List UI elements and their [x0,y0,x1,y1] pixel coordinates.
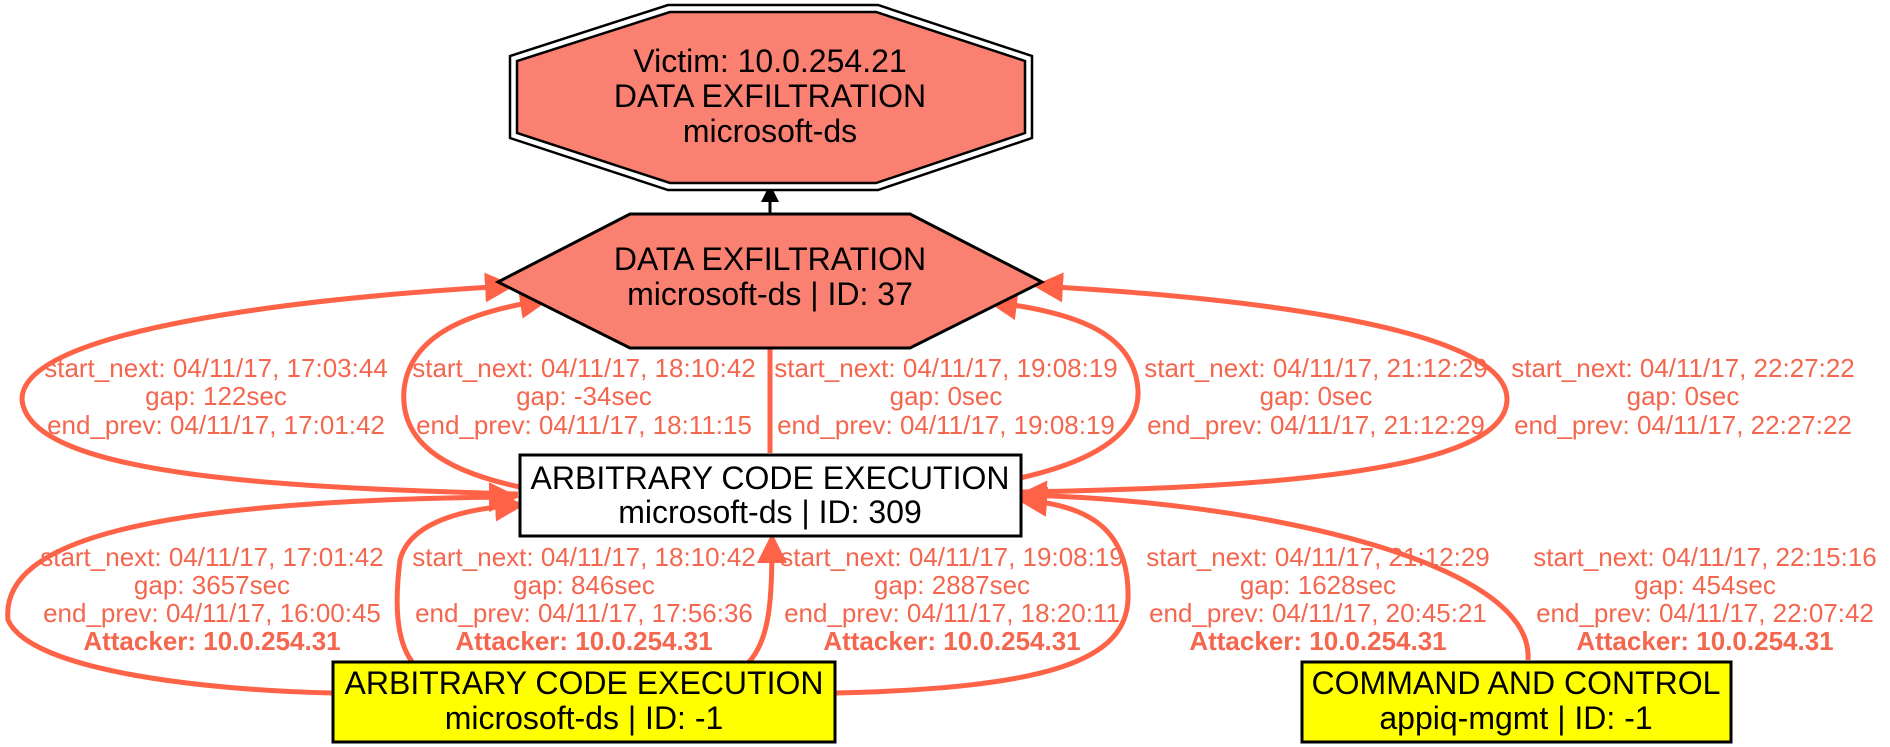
edge-label-upper-1: start_next: 04/11/17, 17:03:44 gap: 122s… [44,353,388,440]
edge-label-upper-5: start_next: 04/11/17, 22:27:22 gap: 0sec… [1511,353,1855,440]
edge-upper-2-start-next: start_next: 04/11/17, 18:10:42 [412,353,756,383]
edge-upper-1-end-prev: end_prev: 04/11/17, 17:01:42 [47,410,385,440]
edge-upper-5-end-prev: end_prev: 04/11/17, 22:27:22 [1514,410,1852,440]
edge-lower-1-start-next: start_next: 04/11/17, 17:01:42 [40,542,384,572]
exfil-label-line-2: microsoft-ds | ID: 37 [627,276,913,312]
attacker-ace-label-line-1: ARBITRARY CODE EXECUTION [345,665,824,701]
edge-lower-4-gap: gap: 1628sec [1240,570,1396,600]
edge-upper-2-gap: gap: -34sec [516,381,652,411]
edge-upper-2 [401,288,550,490]
victim-node[interactable]: Victim: 10.0.254.21 DATA EXFILTRATION mi… [508,3,1034,192]
edge-lower-5 [1017,480,1531,661]
exfil-label-line-1: DATA EXFILTRATION [614,241,926,277]
victim-inner-octagon [515,10,1027,185]
edge-lower-2 [394,491,525,665]
edge-lower-4 [835,486,1131,696]
edge-upper-2-end-prev: end_prev: 04/11/17, 18:11:15 [416,410,752,440]
attacker-ace-label-line-2: microsoft-ds | ID: -1 [445,700,724,736]
edge-upper-5-gap: gap: 0sec [1627,381,1740,411]
edge-label-lower-4: start_next: 04/11/17, 21:12:29 gap: 1628… [1146,542,1490,656]
edge-upper-5 [1021,272,1510,495]
edge-upper-4-start-next: start_next: 04/11/17, 21:12:29 [1144,353,1488,383]
victim-label-line-3: microsoft-ds [683,113,857,149]
attacker-cc-label-line-2: appiq-mgmt | ID: -1 [1379,700,1652,736]
edge-lower-1-end-prev: end_prev: 04/11/17, 16:00:45 [43,598,381,628]
edge-lower-4-attacker: Attacker: 10.0.254.31 [1189,626,1446,656]
edge-lower-1-attacker: Attacker: 10.0.254.31 [83,626,340,656]
edge-upper-3-start-next: start_next: 04/11/17, 19:08:19 [774,353,1118,383]
edge-lower-3-end-prev: end_prev: 04/11/17, 18:20:11 [784,598,1120,628]
edge-lower-2-gap: gap: 846sec [513,570,655,600]
edge-label-lower-3: start_next: 04/11/17, 19:08:19 gap: 2887… [780,542,1124,656]
edge-label-upper-3: start_next: 04/11/17, 19:08:19 gap: 0sec… [774,353,1118,440]
exfil-hexagon [494,212,1046,350]
lower-edge-labels: start_next: 04/11/17, 17:01:42 gap: 3657… [40,542,1877,656]
edge-lower-5-gap: gap: 454sec [1634,570,1776,600]
edge-lower-1-gap: gap: 3657sec [134,570,290,600]
attacker-ace-node[interactable]: ARBITRARY CODE EXECUTION microsoft-ds | … [331,660,837,744]
edge-label-lower-5: start_next: 04/11/17, 22:15:16 gap: 454s… [1533,542,1877,656]
edges-ace-to-exfil [19,272,1510,497]
edge-lower-5-start-next: start_next: 04/11/17, 22:15:16 [1533,542,1877,572]
edge-upper-1-gap: gap: 122sec [145,381,287,411]
edge-lower-2-attacker: Attacker: 10.0.254.31 [455,626,712,656]
edge-lower-3-gap: gap: 2887sec [874,570,1030,600]
edge-upper-4-gap: gap: 0sec [1260,381,1373,411]
edge-lower-3-start-next: start_next: 04/11/17, 19:08:19 [780,542,1124,572]
edge-upper-5-start-next: start_next: 04/11/17, 22:27:22 [1511,353,1855,383]
edge-lower-1 [5,482,519,696]
edge-label-upper-2: start_next: 04/11/17, 18:10:42 gap: -34s… [412,353,756,440]
attacker-cc-label-line-1: COMMAND AND CONTROL [1312,665,1721,701]
edge-upper-3-end-prev: end_prev: 04/11/17, 19:08:19 [777,410,1115,440]
attacker-cc-node[interactable]: COMMAND AND CONTROL appiq-mgmt | ID: -1 [1300,660,1733,744]
ace-node[interactable]: ARBITRARY CODE EXECUTION microsoft-ds | … [518,453,1023,538]
edge-lower-3 [746,533,787,665]
attacker-cc-box [1300,660,1733,744]
edge-label-upper-4: start_next: 04/11/17, 21:12:29 gap: 0sec… [1144,353,1488,440]
edge-lower-3-attacker: Attacker: 10.0.254.31 [823,626,1080,656]
edge-lower-2-end-prev: end_prev: 04/11/17, 17:56:36 [415,598,753,628]
victim-label-line-1: Victim: 10.0.254.21 [633,43,906,79]
edge-upper-1 [19,272,519,497]
edge-label-lower-2: start_next: 04/11/17, 18:10:42 gap: 846s… [412,542,756,656]
edge-lower-2-start-next: start_next: 04/11/17, 18:10:42 [412,542,756,572]
edge-label-lower-1: start_next: 04/11/17, 17:01:42 gap: 3657… [40,542,384,656]
exfil-node[interactable]: DATA EXFILTRATION microsoft-ds | ID: 37 [494,212,1046,350]
edge-upper-4-end-prev: end_prev: 04/11/17, 21:12:29 [1147,410,1485,440]
edges-attacker-to-ace [5,480,1531,696]
upper-edge-labels: start_next: 04/11/17, 17:03:44 gap: 122s… [44,353,1855,440]
attacker-ace-box [331,660,837,744]
ace-label-line-2: microsoft-ds | ID: 309 [618,494,922,530]
victim-label-line-2: DATA EXFILTRATION [614,78,926,114]
edge-upper-4 [987,290,1141,481]
edge-upper-1-start-next: start_next: 04/11/17, 17:03:44 [44,353,388,383]
edge-lower-5-end-prev: end_prev: 04/11/17, 22:07:42 [1536,598,1874,628]
ace-box [518,453,1023,538]
edge-lower-4-start-next: start_next: 04/11/17, 21:12:29 [1146,542,1490,572]
edge-lower-4-end-prev: end_prev: 04/11/17, 20:45:21 [1149,598,1487,628]
edge-upper-3-gap: gap: 0sec [890,381,1003,411]
edge-lower-5-attacker: Attacker: 10.0.254.31 [1576,626,1833,656]
ace-label-line-1: ARBITRARY CODE EXECUTION [531,460,1010,496]
